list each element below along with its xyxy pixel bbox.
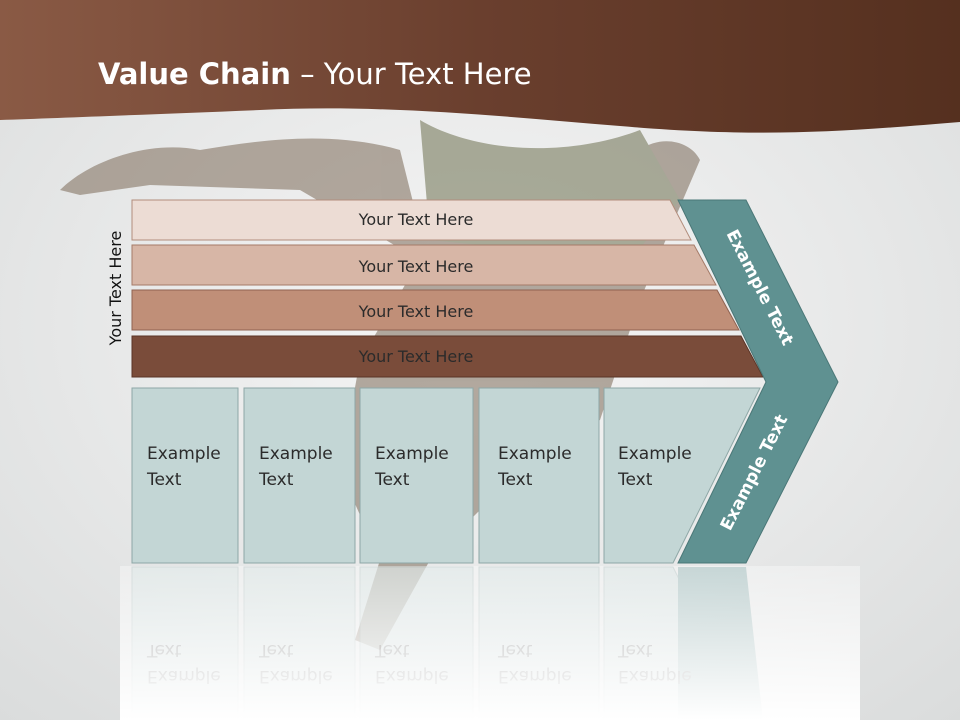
support-bar-4 [131,335,764,378]
primary-box-5-line1: Example [618,444,692,464]
side-label: Your Text Here [106,231,125,347]
support-bar-2 [131,244,717,286]
primary-box-3-line2: Text [374,470,410,490]
support-bar-4-label: Your Text Here [358,347,474,366]
support-bar-3 [131,289,740,331]
margin-chevron [677,199,839,564]
support-bar-1 [131,199,692,241]
primary-box-5-line2: Text [617,470,653,490]
primary-box-1-line1: Example [147,444,221,464]
support-bar-1-label: Your Text Here [358,210,474,229]
support-bar-2-label: Your Text Here [358,257,474,276]
primary-box-2-line1: Example [259,444,333,464]
slide-title-rest: – Your Text Here [291,57,532,91]
primary-box-2 [243,387,356,564]
primary-box-5 [603,387,761,564]
header-band [0,0,960,133]
primary-box-1-line2: Text [146,470,182,490]
primary-box-1 [131,387,239,564]
primary-box-2-line2: Text [258,470,294,490]
support-bars: Your Text Here Your Text Here Your Text … [131,199,764,378]
reflection-fade [120,566,860,720]
slide-title: Value Chain – Your Text Here [98,57,532,91]
support-bar-3-label: Your Text Here [358,302,474,321]
primary-box-3 [359,387,474,564]
primary-boxes: Example Text Example Text Example Text E… [131,387,761,564]
slide-title-bold: Value Chain [98,57,291,91]
primary-box-3-line1: Example [375,444,449,464]
primary-box-4 [478,387,600,564]
primary-box-4-line1: Example [498,444,572,464]
primary-box-4-line2: Text [497,470,533,490]
